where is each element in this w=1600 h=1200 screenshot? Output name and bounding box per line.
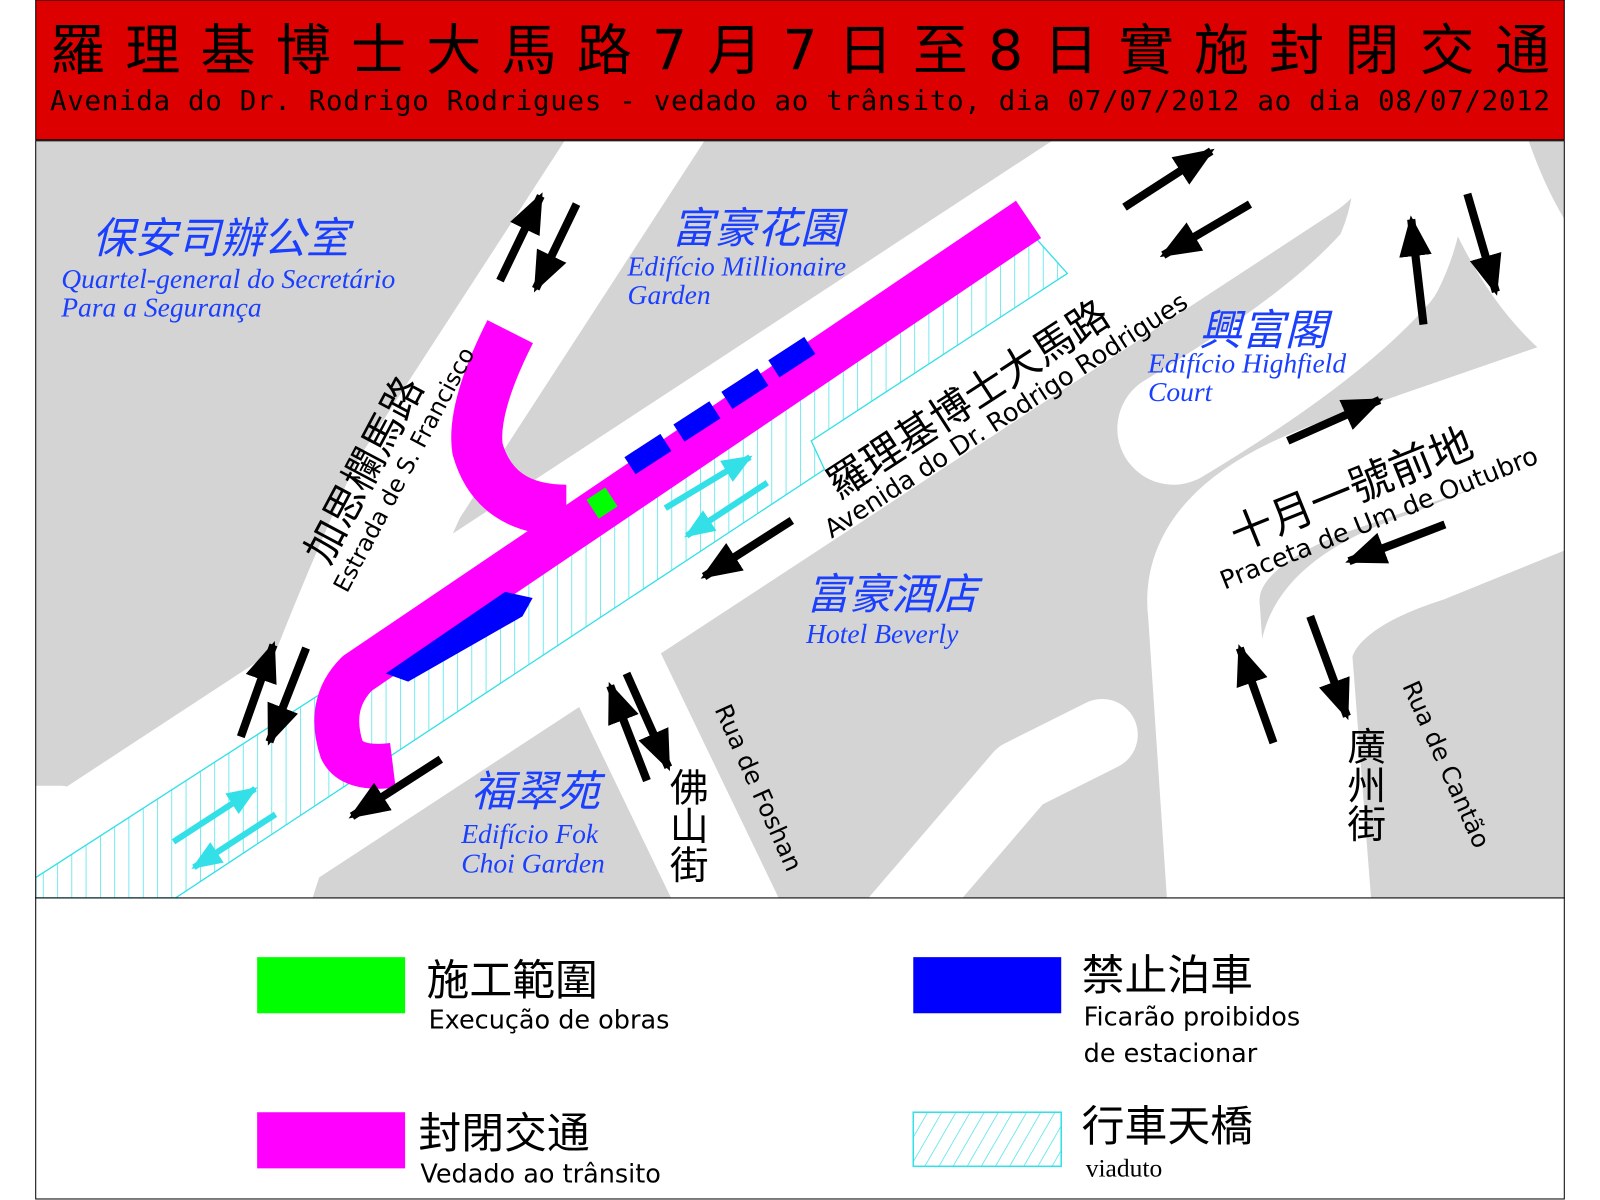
building-name-pt: Edifício Highfield <box>1147 347 1346 378</box>
no-parking-zone <box>624 433 672 475</box>
legend-label-pt: Ficarão proibidos <box>1084 1003 1301 1033</box>
no-parking-zone <box>768 336 816 378</box>
building-name-pt: Edifício Millionaire <box>627 251 847 282</box>
building-name-zh: 富豪花園 <box>671 206 848 253</box>
map-area: 保安司辦公室 Quartel-general do Secretário Par… <box>35 140 1565 898</box>
arrow-icon <box>663 454 753 511</box>
legend-label-pt: viaduto <box>1086 1154 1163 1183</box>
building-name-zh: 富豪酒店 <box>806 572 984 619</box>
building-name-pt: Choi Garden <box>461 847 605 878</box>
legend-label-zh: 行車天橋 <box>1082 1102 1253 1152</box>
arrow-icon <box>348 755 444 820</box>
road-rua-cantao-right <box>1260 451 1565 898</box>
arrow-icon <box>191 811 278 870</box>
arrow-icon <box>1286 396 1384 445</box>
arrow-icon <box>1399 215 1432 325</box>
building-label: 富豪酒店 Hotel Beverly <box>805 572 984 649</box>
building-name-zh: 興富閣 <box>1199 308 1333 355</box>
arrow-icon <box>236 641 278 739</box>
building-label: 富豪花園 Edifício Millionaire Garden <box>627 206 848 310</box>
building-name-pt: Quartel-general do Secretário <box>61 263 395 294</box>
title-portuguese: Avenida do Dr. Rodrigo Rodrigues - vedad… <box>50 85 1550 117</box>
no-parking-zone <box>721 368 769 410</box>
legend-item-closure: 封閉交通 Vedado ao trânsito <box>257 1109 661 1190</box>
street-name-zh: 廣州街 <box>1341 727 1386 843</box>
works-zone <box>586 487 618 519</box>
building-name-pt: Court <box>1148 376 1214 407</box>
legend-item-no-parking: 禁止泊車 Ficarão proibidos de estacionar <box>913 951 1300 1069</box>
legend-swatch <box>257 957 406 1014</box>
road-rua-cantao-left <box>1147 337 1565 898</box>
no-parking-zone <box>673 401 721 442</box>
building-name-zh: 福翠苑 <box>471 769 606 816</box>
legend-label-pt: Execução de obras <box>429 1006 670 1036</box>
legend-item-viaduct: 行車天橋 viaduto <box>912 1102 1253 1183</box>
legend-label-zh: 禁止泊車 <box>1082 951 1253 1001</box>
building-name-pt: Para a Segurança <box>60 291 261 322</box>
arrow-icon <box>1235 644 1278 745</box>
traffic-arrows <box>236 147 1502 820</box>
building-label: 保安司辦公室 Quartel-general do Secretário Par… <box>60 216 395 322</box>
building-label: 福翠苑 Edifício Fok Choi Garden <box>460 769 606 878</box>
arrow-icon <box>1159 200 1253 259</box>
legend-label-pt: Vedado ao trânsito <box>420 1160 660 1190</box>
road-closure <box>314 200 1042 789</box>
no-parking-zone <box>385 591 533 682</box>
legend-label-pt: de estacionar <box>1084 1039 1258 1069</box>
legend-swatch <box>912 1111 1062 1168</box>
arrow-icon <box>1345 520 1447 566</box>
arrow-icon <box>700 516 795 580</box>
viaduct-arrows <box>171 454 770 870</box>
arrow-icon <box>1306 614 1351 721</box>
arrow-icon <box>171 786 258 845</box>
arrow-icon <box>532 202 581 293</box>
no-parking-zones <box>385 336 816 682</box>
building-name-zh: 保安司辦公室 <box>92 216 354 263</box>
legend-swatch <box>257 1112 406 1169</box>
building-label: 興富閣 Edifício Highfield Court <box>1147 308 1346 407</box>
arrow-icon <box>684 480 770 539</box>
arrow-icon <box>265 646 310 746</box>
arrow-icon <box>1463 192 1502 296</box>
title-chinese: 羅理基博士大馬路7月7日至8日實施封閉交通 <box>50 18 1550 82</box>
road-bottom-center <box>868 698 1138 898</box>
street-name-zh: 佛山街 <box>663 767 708 883</box>
building-name-pt: Hotel Beverly <box>805 618 959 649</box>
arrow-icon <box>622 671 673 772</box>
arrow-icon <box>1122 147 1215 211</box>
road-praceta-loop <box>1117 140 1467 485</box>
legend-item-works: 施工範圍 Execução de obras <box>257 956 669 1036</box>
legend-label-zh: 封閉交通 <box>418 1109 589 1159</box>
header-banner: 羅理基博士大馬路7月7日至8日實施封閉交通 Avenida do Dr. Rod… <box>35 0 1565 141</box>
legend: 施工範圍 Execução de obras 禁止泊車 Ficarão proi… <box>35 897 1565 1200</box>
building-name-pt: Edifício Fok <box>460 818 599 849</box>
road-right-vertical <box>1421 140 1565 370</box>
arrow-icon <box>496 192 545 283</box>
building-name-pt: Garden <box>628 279 711 310</box>
legend-label-zh: 施工範圍 <box>427 956 598 1006</box>
legend-swatch <box>913 957 1062 1014</box>
